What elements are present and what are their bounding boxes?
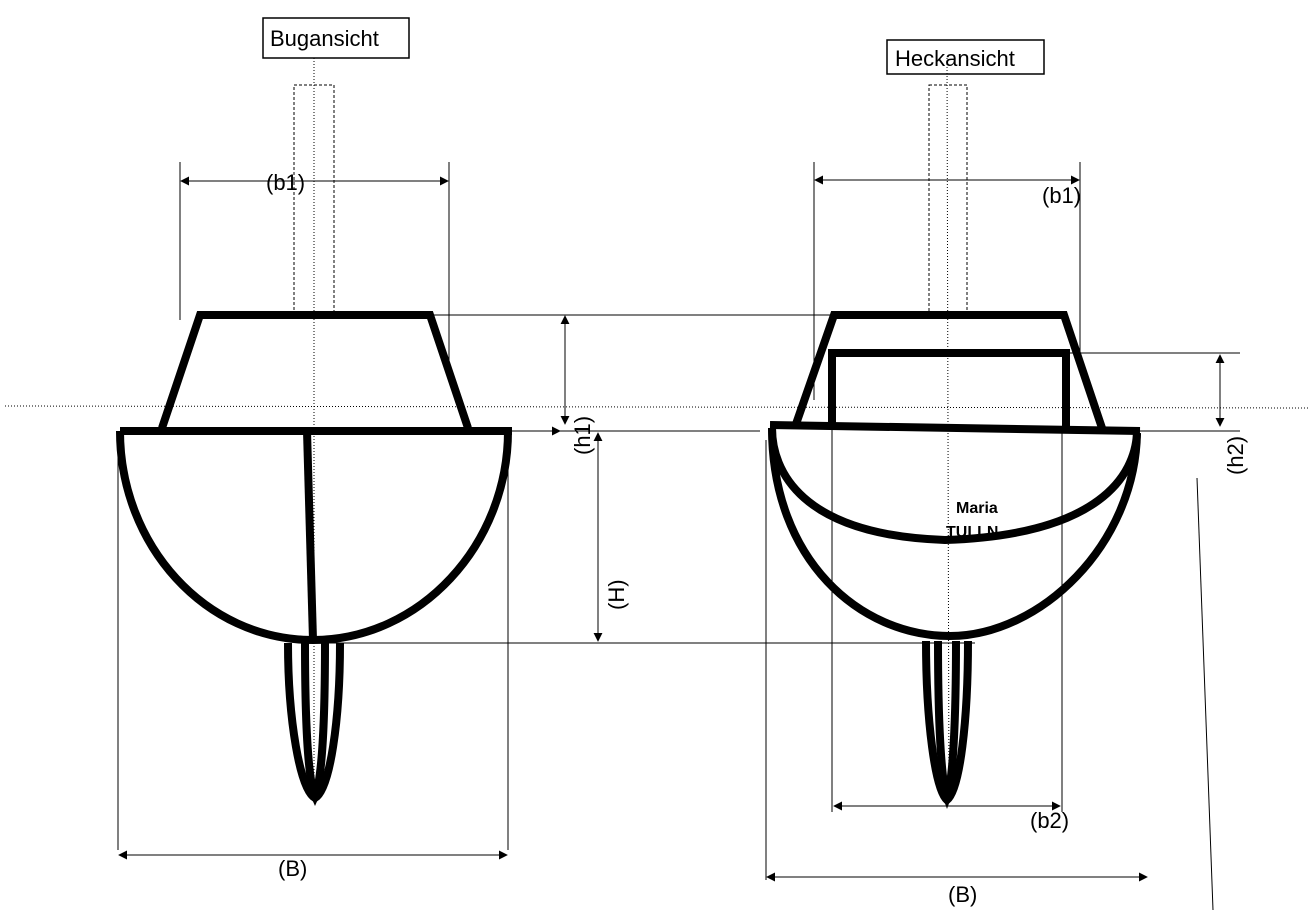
H-label: (H) xyxy=(604,579,629,610)
bow-cabin xyxy=(158,311,472,430)
stern-transom xyxy=(768,427,1141,545)
stern-title-box xyxy=(886,39,1045,75)
bow-B-label: (B) xyxy=(278,856,307,881)
stern-deck xyxy=(769,421,1141,435)
stern-title: Heckansicht xyxy=(895,46,1015,71)
bow-title: Bugansicht xyxy=(270,26,379,51)
stern-b1-label: (b1) xyxy=(1042,183,1081,208)
H-dimension-group: (H) xyxy=(593,432,629,642)
stern-B-label: (B) xyxy=(948,882,977,907)
stern-B-ext-right xyxy=(1196,477,1214,911)
stern-hatch xyxy=(828,349,1070,426)
b2-label: (b2) xyxy=(1030,808,1069,833)
boat-name-line1: Maria xyxy=(956,500,998,517)
h1-dimension-group: (h1) xyxy=(430,314,838,455)
stern-fin xyxy=(922,640,972,806)
stern-hull xyxy=(768,427,1141,641)
bow-b1-label: (b1) xyxy=(266,170,305,195)
stern-view: Heckansicht (b1) Maria TULLN (h2) xyxy=(765,39,1248,911)
h2-label: (h2) xyxy=(1223,436,1248,475)
waterline xyxy=(4,405,1309,409)
h1-label: (h1) xyxy=(570,416,595,455)
bow-keel-line xyxy=(303,430,317,641)
bow-title-box xyxy=(262,17,410,59)
stern-fin-inner xyxy=(934,640,960,810)
bow-fin-inner xyxy=(301,642,329,807)
bow-view: Bugansicht (b1) (B) xyxy=(116,17,975,881)
stern-cabin xyxy=(792,311,1106,430)
boat-name-line2: TULLN xyxy=(946,524,998,541)
